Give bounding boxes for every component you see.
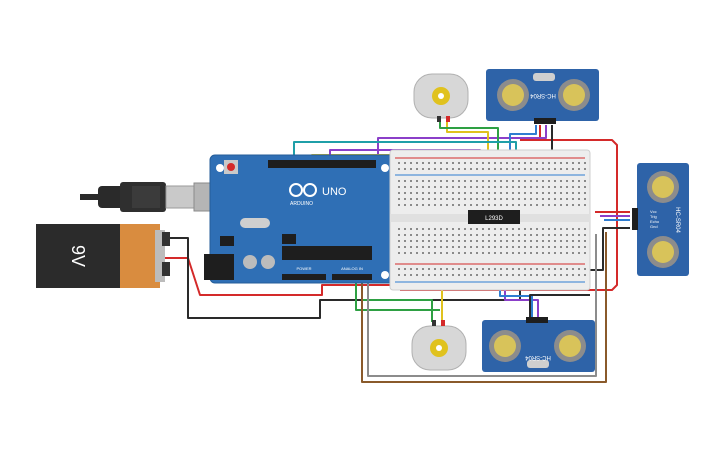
battery-label: 9V (68, 245, 88, 267)
atmega-chip (282, 246, 372, 260)
ultrasonic-sensor-top: HC-SR04 (486, 69, 599, 124)
wire-red-battery (160, 257, 402, 296)
ultrasonic-sensor-right: HC-SR04 Vcc Trig Echo Gnd (632, 163, 689, 276)
power-header (282, 274, 326, 280)
dc-motor-bottom (411, 320, 467, 371)
driver-chip-label: L293D (485, 216, 503, 222)
arduino-brand-label: ARDUINO (290, 201, 313, 207)
battery-9v: 9V (36, 224, 170, 288)
sensor-right-pin-echo: Echo (650, 219, 660, 224)
power-label: POWER (296, 266, 311, 271)
wire-black-sensor-right (580, 227, 630, 271)
sensor-right-label: HC-SR04 (674, 207, 680, 233)
sensor-right-pin-trig: Trig (650, 214, 657, 219)
sensor-top-label: HC-SR04 (530, 92, 556, 98)
sensor-right-pin-gnd: Gnd (650, 224, 658, 229)
sensor-right-pin-vcc: Vcc (650, 209, 657, 214)
breadboard-holes (398, 162, 586, 276)
sensor-bottom-label: HC-SR04 (525, 354, 551, 360)
digital-header (268, 160, 376, 168)
ultrasonic-sensor-bottom: HC-SR04 (482, 317, 595, 372)
wire-gray-return (367, 234, 597, 377)
analog-header (332, 274, 372, 280)
analog-label: ANALOG IN (341, 266, 363, 271)
arduino-logo: UNO ARDUINO (289, 183, 347, 207)
driver-chip: L293D (468, 210, 520, 224)
wire-brown-return (361, 232, 607, 383)
arduino-uno-board: UNO ARDUINO POWER ANALOG IN (204, 154, 396, 284)
dc-motor-top (413, 73, 469, 122)
power-jack (204, 254, 234, 280)
wire-black-bottom (529, 294, 590, 322)
arduino-uno-label: UNO (322, 186, 347, 198)
